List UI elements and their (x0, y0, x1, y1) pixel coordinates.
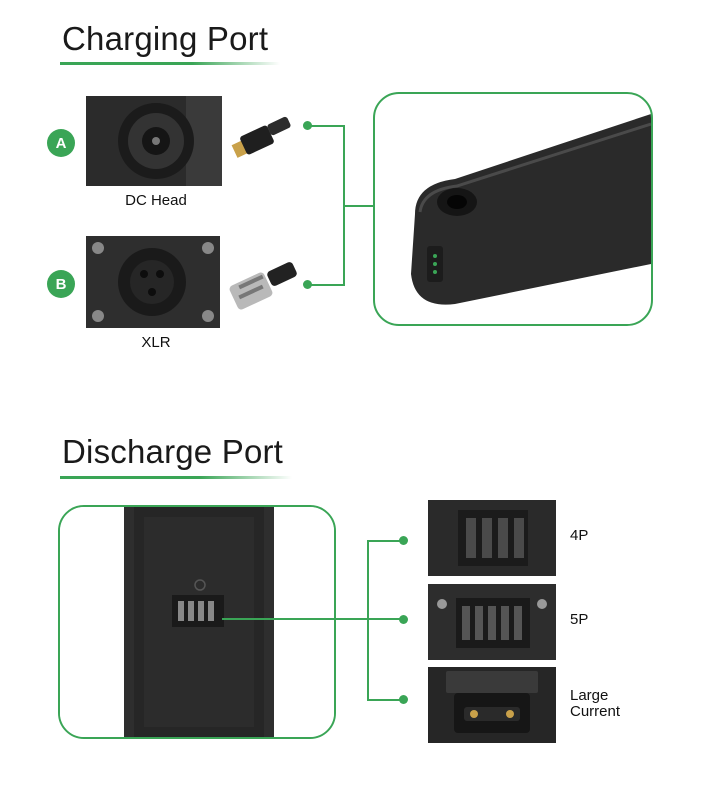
connector-dot-xlr (303, 280, 312, 289)
connector-dot-dc (303, 121, 312, 130)
badge-b: B (47, 270, 75, 298)
xlr-caption: XLR (141, 334, 171, 351)
dc-plug-image (230, 112, 296, 168)
large-current-label-line2: Current (570, 703, 621, 720)
battery-discharge-port-frame (58, 505, 336, 739)
discharge-heading-underline (60, 476, 292, 479)
connector-dot-large (399, 695, 408, 704)
connector-line-dc (308, 125, 344, 127)
large-current-label: Large Current (570, 688, 620, 720)
badge-a: A (47, 129, 75, 157)
5p-connector-photo (428, 584, 556, 660)
connector-dot-5p (399, 615, 408, 624)
connector-line-4p (367, 540, 403, 542)
battery-charging-port-frame (373, 92, 653, 326)
connector-line-to-5p (222, 618, 404, 620)
large-current-connector-photo (428, 667, 556, 743)
4p-label: 4P (570, 527, 589, 544)
5p-label: 5P (570, 611, 589, 628)
connector-dot-4p (399, 536, 408, 545)
connector-line-xlr (308, 284, 344, 286)
xlr-port-photo (86, 236, 220, 328)
large-current-label-line1: Large (570, 687, 609, 704)
dc-head-caption: DC Head (125, 192, 187, 209)
discharge-port-heading: Discharge Port (62, 433, 284, 470)
dc-head-port-photo (86, 96, 222, 186)
connector-line-large (367, 699, 403, 701)
xlr-plug-image (226, 252, 302, 316)
discharge-connector-vertical (367, 540, 369, 700)
charging-port-heading: Charging Port (62, 20, 269, 57)
4p-connector-photo (428, 500, 556, 576)
charging-heading-underline (60, 62, 280, 65)
